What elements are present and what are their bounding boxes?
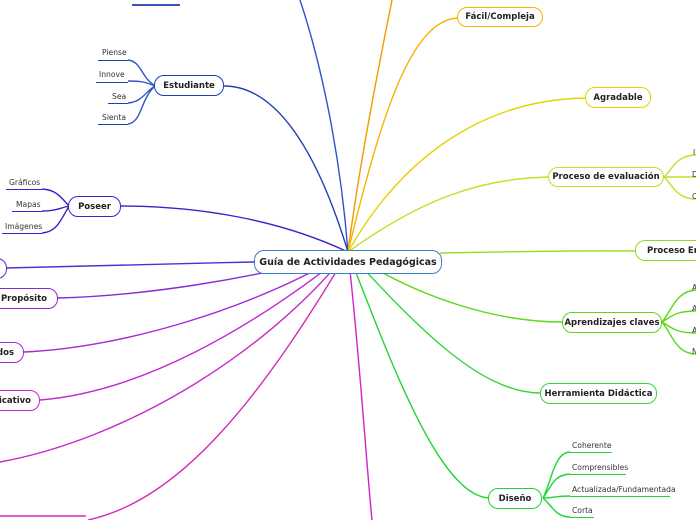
leaf-aprendizajes-partial-3[interactable]: A [692,326,696,335]
leaf-imagenes[interactable]: Imágenes [5,222,43,231]
connector-herramienta [347,251,541,394]
leaf-aprendizajes-partial-1[interactable]: A [692,283,696,292]
leaf-actualizada-fundamentada[interactable]: Actualizada/Fundamentada [572,485,676,494]
topic-diseno[interactable]: Diseño [488,488,542,509]
leaf-corta[interactable]: Corta [572,506,593,515]
sub-aprendizajes-3 [661,321,696,334]
leaf-underline [2,233,42,234]
leaf-evaluacion-partial-1[interactable]: I [693,148,696,157]
sub-evaluacion-1 [663,154,696,178]
topic-aprendizajes-claves[interactable]: Aprendizajes claves [562,312,662,333]
sub-diseno-4 [542,497,571,518]
leaf-underline [570,517,594,518]
topic-proposito[interactable]: Propósito [0,288,58,309]
sub-diseno-2 [542,473,571,499]
sub-diseno-1 [542,451,571,499]
connector-agradable [347,97,586,253]
connector-top-blue [299,0,349,253]
sub-aprendizajes-4 [661,321,696,355]
connector-poseer [119,205,349,253]
leaf-coherente[interactable]: Coherente [572,441,612,450]
leaf-underline [12,211,42,212]
topic-poseer[interactable]: Poseer [68,196,121,217]
connector-evaluacion [347,176,551,253]
sub-diseno-3 [542,495,571,499]
leaf-aprendizajes-partial-4[interactable]: N [692,347,696,356]
topic-dos[interactable]: dos [0,342,24,363]
sub-evaluacion-3 [663,176,696,200]
central-topic[interactable]: Guía de Actividades Pedagógicas [254,250,442,274]
leaf-underline [570,496,670,497]
connector-bottom-mid [347,251,373,520]
connector-facil [347,17,459,253]
leaf-underline [98,124,128,125]
sub-estudiante-2 [127,80,156,87]
topic-herramienta-didactica[interactable]: Herramienta Didáctica [540,383,657,404]
topic-proceso-ensenanza[interactable]: Proceso Ense [635,240,696,261]
leaf-graficos[interactable]: Gráficos [9,178,41,187]
leaf-underline [108,103,128,104]
leaf-mapas[interactable]: Mapas [16,200,41,209]
sub-poseer-1 [41,188,70,207]
topic-facil-compleja[interactable]: Fácil/Compleja [457,7,543,27]
connector-top-orange [347,0,393,253]
connector-left-cut-1 [5,261,255,269]
leaf-sienta[interactable]: Sienta [102,113,127,122]
leaf-underline [96,82,128,83]
leaf-evaluacion-partial-3[interactable]: C [692,192,696,201]
leaf-underline [98,60,128,61]
topic-icativo[interactable]: icativo [0,390,40,411]
connector-ensenanza [439,250,637,254]
connector-left-cut-3 [87,251,349,520]
connector-left-cut-2 [0,251,349,463]
connector-estudiante [223,85,349,253]
connector-diseno [347,251,491,499]
topic-agradable[interactable]: Agradable [585,87,651,108]
sub-poseer-3 [41,205,70,234]
leaf-underline [570,452,612,453]
leaf-piense[interactable]: Piense [102,48,127,57]
leaf-aprendizajes-partial-2[interactable]: A [692,304,696,313]
sub-poseer-2 [41,205,70,212]
sub-aprendizajes-1 [661,289,696,323]
leaf-underline [570,474,626,475]
leaf-comprensibles[interactable]: Comprensibles [572,463,629,472]
leaf-underline [6,189,42,190]
sub-estudiante-4 [127,85,156,125]
sub-estudiante-3 [127,85,156,104]
connector-icativo [39,251,349,401]
topic-estudiante[interactable]: Estudiante [154,75,224,96]
sub-estudiante-1 [127,59,156,87]
leaf-sea[interactable]: Sea [112,92,127,101]
topic-proceso-evaluacion[interactable]: Proceso de evaluación [548,167,664,187]
leaf-innove[interactable]: Innove [99,70,125,79]
sub-aprendizajes-2 [661,310,696,323]
leaf-evaluacion-partial-2[interactable]: D [692,170,696,179]
